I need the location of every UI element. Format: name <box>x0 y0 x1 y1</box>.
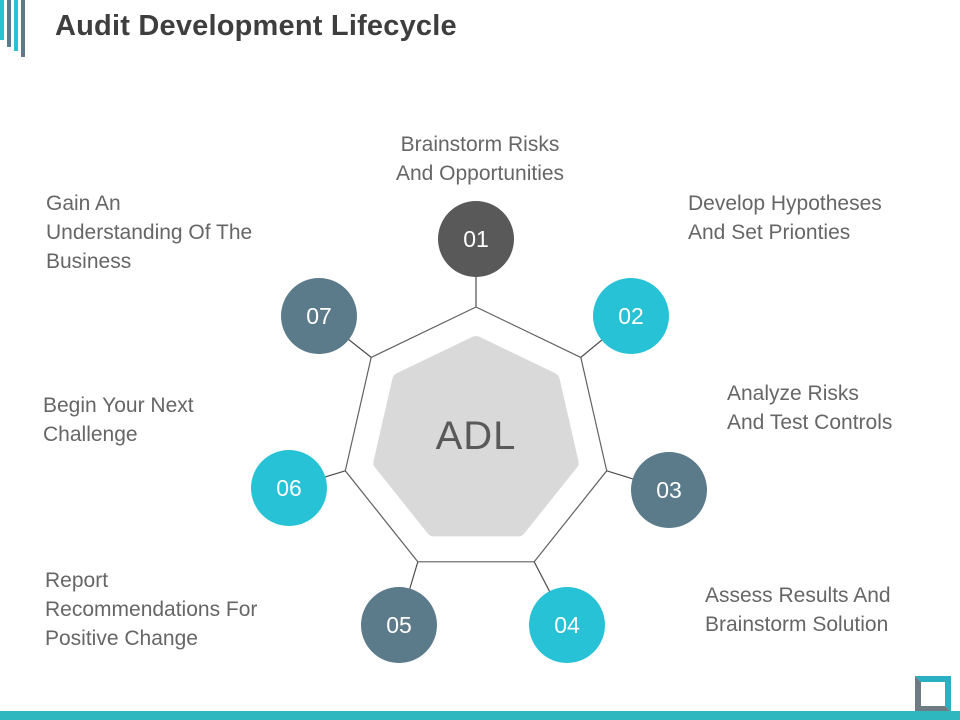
step-label-06: Begin Your Next Challenge <box>43 394 194 446</box>
brand-logo <box>0 0 28 57</box>
step-label-05: Report Recommendations For Positive Chan… <box>45 569 258 650</box>
step-number: 01 <box>463 225 489 252</box>
center-acronym: ADL <box>435 414 517 458</box>
step-circle-03: 03 <box>631 452 707 528</box>
step-number: 07 <box>306 302 332 329</box>
step-label-04: Assess Results And Brainstorm Solution <box>705 584 891 636</box>
step-circle-04: 04 <box>529 587 605 663</box>
step-label-02: Develop Hypotheses And Set Prionties <box>688 192 882 244</box>
step-label-07: Gain An Understanding Of The Business <box>46 192 253 273</box>
step-label-03: Analyze Risks And Test Controls <box>727 382 893 434</box>
step-number: 03 <box>656 476 682 503</box>
page-title: Audit Development Lifecycle <box>55 10 457 42</box>
logo-bar <box>14 0 18 51</box>
step-circle-07: 07 <box>281 278 357 354</box>
logo-bar <box>7 0 11 47</box>
step-number: 02 <box>618 302 644 329</box>
step-circle-02: 02 <box>593 278 669 354</box>
step-circle-01: 01 <box>438 201 514 277</box>
footer-accent-bar <box>0 711 960 720</box>
step-number: 04 <box>554 611 580 638</box>
logo-bar <box>21 0 25 57</box>
step-circle-06: 06 <box>251 450 327 526</box>
square-frame-icon <box>915 676 951 712</box>
logo-bar <box>0 0 4 40</box>
step-number: 05 <box>386 611 412 638</box>
step-circle-05: 05 <box>361 587 437 663</box>
step-number: 06 <box>276 474 302 501</box>
step-label-01: Brainstorm Risks And Opportunities <box>395 133 565 185</box>
